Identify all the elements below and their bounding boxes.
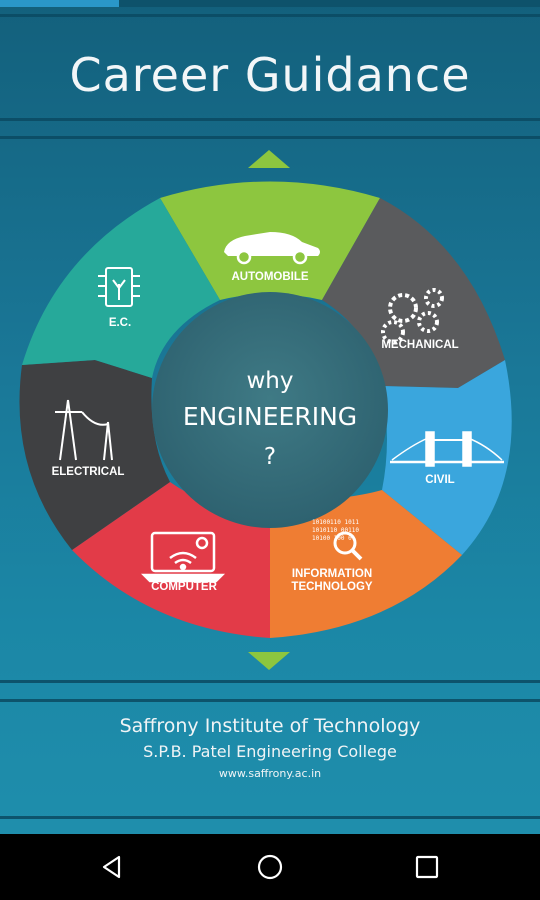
laptop-wifi-icon [140, 531, 226, 583]
institute-name: Saffrony Institute of Technology [119, 715, 421, 737]
label-electrical: ELECTRICAL [52, 466, 125, 478]
segment-civil[interactable] [382, 360, 512, 555]
institute-footer: Saffrony Institute of Technology S.P.B. … [0, 712, 540, 784]
splash-screen: Career Guidance why ENGINEERING ? [0, 0, 540, 834]
segment-ec[interactable] [22, 198, 220, 378]
segment-computer[interactable] [72, 482, 270, 638]
center-question: ? [264, 444, 276, 470]
svg-text:1010110 00110: 1010110 00110 [312, 527, 359, 534]
chip-icon [98, 267, 140, 307]
label-mechanical: MECHANICAL [381, 339, 458, 351]
progress-bar [0, 0, 540, 7]
label-automobile: AUTOMOBILE [231, 271, 308, 283]
svg-text:10100 100 01: 10100 100 01 [312, 535, 356, 542]
center-circle[interactable] [152, 292, 388, 528]
segment-mechanical[interactable] [322, 198, 505, 388]
segment-electrical[interactable] [19, 360, 170, 550]
segment-information-technology[interactable] [258, 490, 462, 638]
center-engineering: ENGINEERING [183, 402, 357, 431]
label-civil: CIVIL [425, 474, 454, 486]
label-it-line2: TECHNOLOGY [291, 581, 372, 593]
label-computer: COMPUTER [151, 581, 218, 593]
divider [0, 680, 540, 683]
recents-button[interactable] [387, 834, 467, 900]
arrow-up-icon [248, 150, 290, 168]
center-why: why [247, 368, 294, 394]
label-ec: E.C. [109, 317, 131, 329]
divider [0, 816, 540, 819]
svg-text:10100110 1011: 10100110 1011 [312, 519, 359, 526]
divider [0, 118, 540, 121]
divider [0, 14, 540, 17]
home-button[interactable] [230, 834, 310, 900]
gears-icon [381, 288, 444, 344]
website-link[interactable]: www.saffrony.ac.in [218, 767, 322, 780]
arrow-down-icon [248, 652, 290, 670]
home-icon [257, 854, 283, 880]
page-title: Career Guidance [69, 48, 471, 102]
magnifier-binary-icon: 10100110 1011 1010110 00110 10100 100 01 [312, 519, 363, 561]
recents-icon [415, 855, 439, 879]
progress-fill [0, 0, 119, 7]
engineering-wheel: why ENGINEERING ? AUTOMOBILE MECHANICAL … [19, 181, 512, 638]
system-nav-bar [0, 834, 540, 900]
divider [0, 699, 540, 702]
college-name: S.P.B. Patel Engineering College [143, 742, 397, 761]
car-icon [224, 232, 320, 265]
label-it-line1: INFORMATION [292, 568, 372, 580]
back-button[interactable] [72, 834, 152, 900]
bridge-icon [390, 431, 504, 467]
power-tower-icon [55, 399, 113, 461]
divider [0, 136, 540, 139]
back-icon [102, 855, 121, 879]
